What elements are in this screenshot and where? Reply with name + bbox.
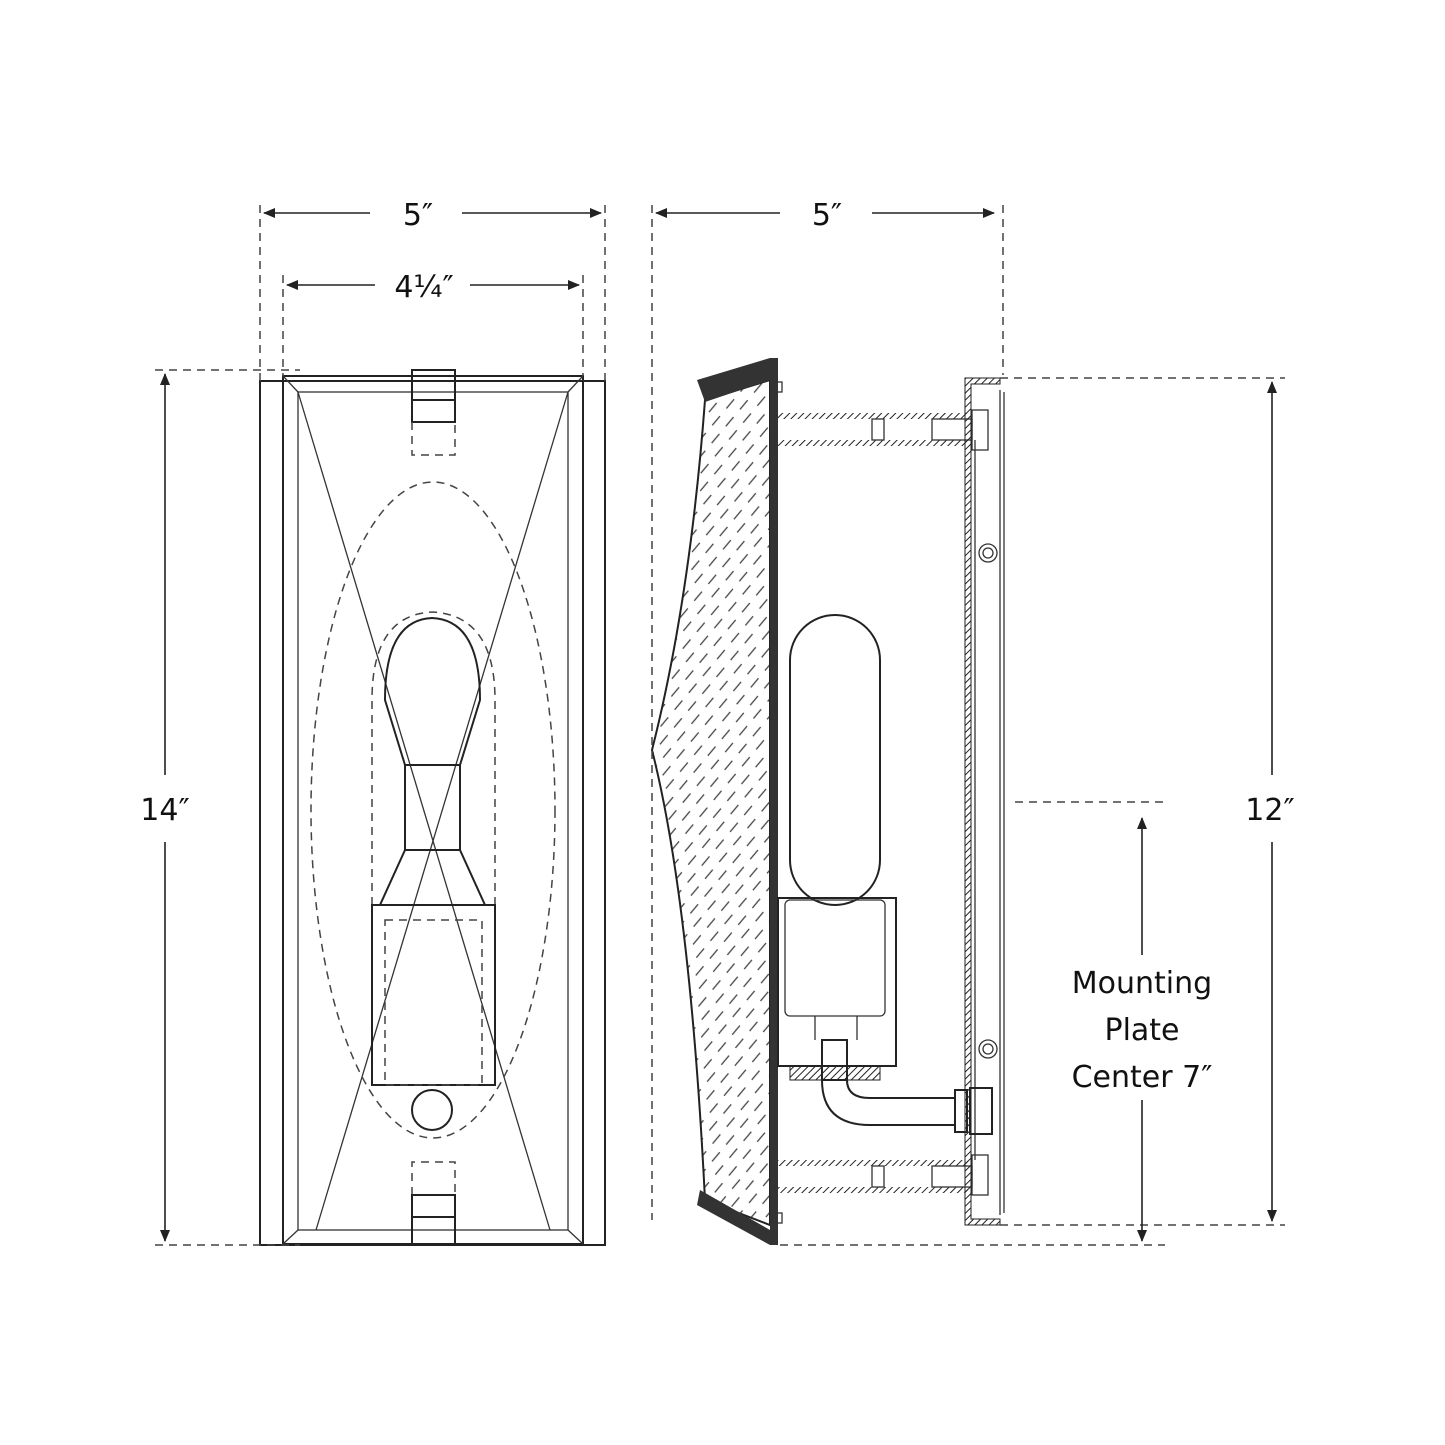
wire-conduit	[821, 1079, 955, 1126]
bulb-icon	[383, 616, 482, 766]
mounting-label-line-1: Mounting	[1072, 966, 1212, 1001]
front-view	[259, 369, 606, 1246]
side-bulb-icon	[789, 614, 881, 906]
side-depth-label: 5″	[812, 198, 842, 233]
glass-shade	[650, 378, 771, 1227]
bulb-neck	[404, 764, 461, 851]
socket-knob	[411, 1089, 453, 1131]
front-shade-outline	[282, 375, 584, 1245]
front-width-label: 5″	[403, 198, 433, 233]
backplate-height-label: 12″	[1245, 793, 1294, 828]
nut	[969, 1087, 993, 1135]
front-height-label: 14″	[140, 793, 189, 828]
mounting-label-line-2: Plate	[1104, 1013, 1179, 1048]
mounting-screw-icon	[978, 543, 998, 563]
bottom-arm	[778, 1160, 973, 1193]
side-dimensions: 5″ 12″ Mounting Plate Center 7″	[651, 198, 1295, 1246]
hidden-shade-curve	[310, 481, 556, 1139]
front-backplate-outline	[259, 380, 606, 1246]
glass-facet-line	[297, 391, 551, 1231]
front-dimensions: 5″ 4¼″ 14″	[140, 198, 606, 1246]
backplate	[964, 377, 1005, 1226]
bottom-clip	[411, 1161, 456, 1246]
front-inner-width-label: 4¼″	[394, 270, 453, 305]
top-arm	[778, 413, 973, 446]
glass-facet-line	[315, 391, 569, 1231]
top-clip	[411, 369, 456, 456]
mounting-screw-icon	[978, 1039, 998, 1059]
mounting-label-line-3: Center 7″	[1072, 1060, 1213, 1095]
front-inner-frame	[297, 391, 569, 1231]
side-view	[650, 358, 1005, 1245]
socket	[371, 904, 496, 1086]
